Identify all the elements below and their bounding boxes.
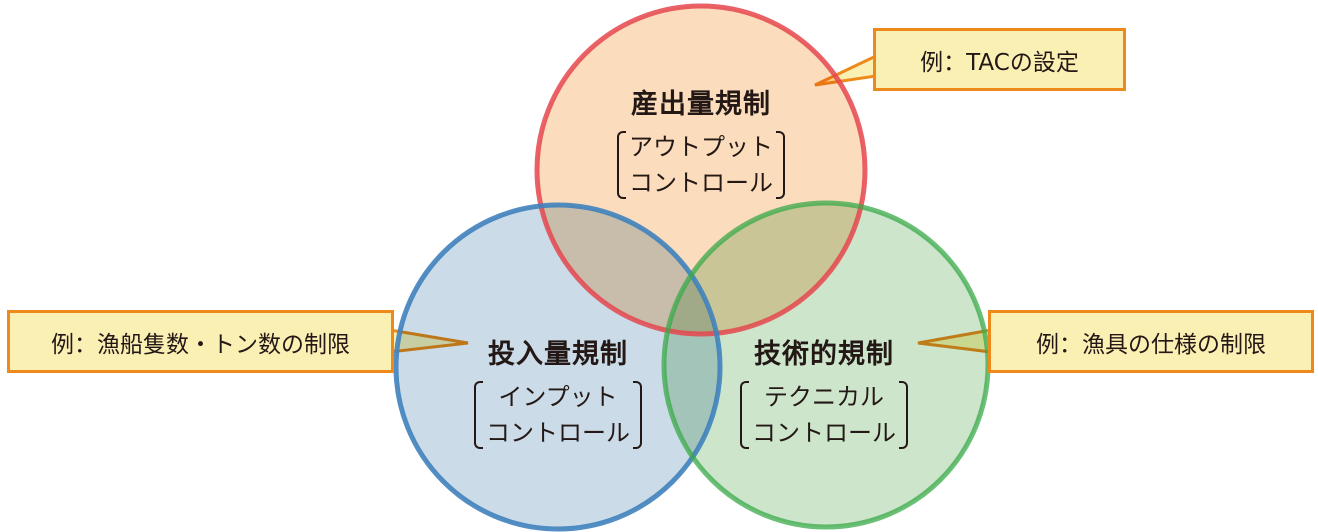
input-label: 投入量規制 インプット コントロール — [448, 332, 668, 451]
technical-subtitle: テクニカル コントロール — [740, 379, 908, 451]
callout-technical: 例：漁具の仕様の制限 — [988, 310, 1314, 373]
input-subtitle: インプット コントロール — [474, 379, 642, 451]
input-circle — [393, 202, 723, 532]
output-title: 産出量規制 — [631, 89, 771, 120]
technical-label: 技術的規制 テクニカル コントロール — [714, 332, 934, 451]
callout-input: 例：漁船隻数・トン数の制限 — [7, 310, 394, 373]
output-label: 産出量規制 アウトプット コントロール — [591, 82, 811, 201]
callout-output: 例：TACの設定 — [873, 28, 1126, 91]
output-circle — [534, 3, 868, 337]
output-subtitle: アウトプット コントロール — [617, 129, 785, 201]
technical-title: 技術的規制 — [754, 339, 894, 370]
input-title: 投入量規制 — [488, 339, 628, 370]
